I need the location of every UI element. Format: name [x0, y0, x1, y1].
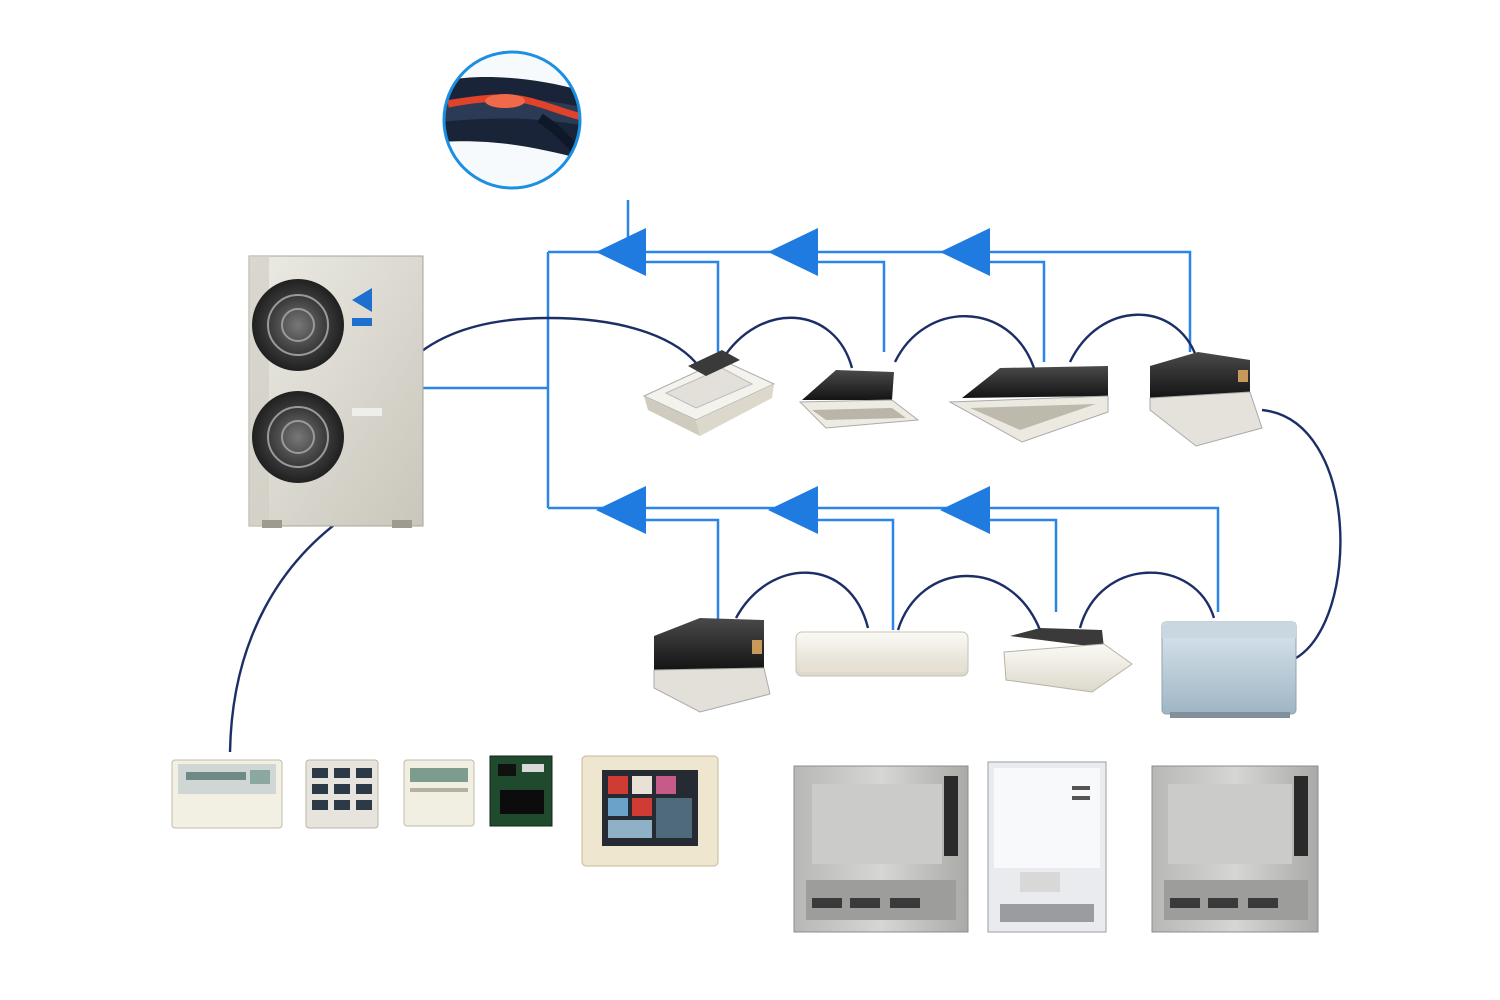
indoor-unit-ducted: [1149, 352, 1263, 447]
fan-grille-icon: [252, 279, 344, 371]
fan-grille-icon: [252, 391, 344, 483]
refrigerant-piping: [423, 200, 1220, 630]
controller-adaptor-pcb: [489, 755, 553, 827]
outdoor-unit: [248, 255, 424, 528]
indoor-unit-cassette-2way-large: [948, 366, 1109, 443]
refnet-joint-icon: [940, 228, 990, 276]
indoor-unit-ducted: [653, 618, 771, 713]
indoor-unit-floor-console: [1161, 621, 1297, 718]
indoor-unit-cassette-4way: [642, 350, 776, 436]
brand-logo-icon: [352, 288, 372, 312]
controller-bacnet-gateway: [987, 761, 1107, 933]
controller-bms-interface-right: [1151, 765, 1319, 933]
refnet-joint-icon: [596, 486, 646, 534]
indoor-unit-wall-mounted: [795, 631, 969, 677]
refnet-joint-icon: [768, 228, 818, 276]
refnet-joint-icon: [940, 486, 990, 534]
refnet-joint-icon: [768, 486, 818, 534]
indoor-unit-ceiling-suspended: [1003, 628, 1133, 693]
controller-touch-screen: [581, 755, 719, 867]
indoor-unit-cassette-2way: [798, 370, 920, 429]
controller-schedule-timer: [403, 759, 475, 827]
controller-central-remote: [171, 759, 283, 829]
controller-bms-interface-left: [793, 765, 969, 933]
refnet-joint-icon: [596, 228, 646, 276]
refnet-joints: [596, 228, 990, 534]
refnet-inset: [442, 50, 582, 190]
controller-unified-on-off: [305, 759, 379, 829]
